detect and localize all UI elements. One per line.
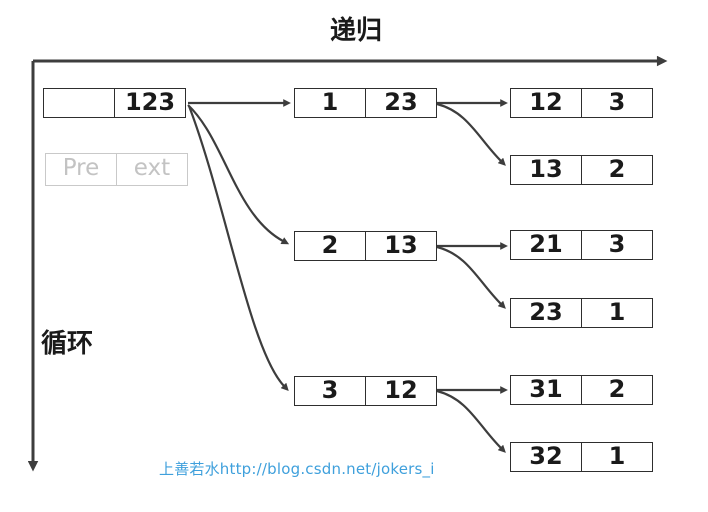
node-21-3: 21 3 bbox=[510, 230, 653, 260]
node-cell-left: 23 bbox=[529, 298, 563, 326]
node-13-2: 13 2 bbox=[510, 155, 653, 185]
node-cell-right: 23 bbox=[365, 89, 436, 117]
arrow-1-23-to-13-2 bbox=[436, 102, 506, 166]
node-cell-right: 123 bbox=[114, 89, 185, 117]
node-cell-right: 13 bbox=[365, 232, 436, 260]
recursion-axis-label: 递归 bbox=[329, 16, 382, 46]
loop-axis-label: 循环 bbox=[41, 329, 94, 359]
node-cell-right: 1 bbox=[581, 443, 652, 471]
node-cell-right: 2 bbox=[581, 376, 652, 404]
node-cell-left: 2 bbox=[321, 231, 339, 259]
node-cell-right: ext bbox=[116, 154, 187, 185]
node-31-2: 31 2 bbox=[510, 375, 653, 405]
node-23-1: 23 1 bbox=[510, 298, 653, 328]
watermark-text: 上善若水http://blog.csdn.net/jokers_i bbox=[159, 460, 435, 478]
node-cell-right: 1 bbox=[581, 299, 652, 327]
arrow-2-13-to-23-1 bbox=[436, 245, 506, 309]
node-cell-left: 12 bbox=[529, 88, 563, 116]
node-cell-right: 3 bbox=[581, 231, 652, 259]
arrow-123-to-3-12 bbox=[187, 105, 289, 392]
node-root-123: 123 bbox=[43, 88, 186, 118]
node-cell-left: 3 bbox=[321, 376, 339, 404]
arrow-123-to-2-13 bbox=[187, 104, 290, 245]
node-3-12: 3 12 bbox=[294, 376, 437, 406]
node-cell-right: 12 bbox=[365, 377, 436, 405]
node-cell-left bbox=[44, 89, 114, 117]
node-cell-right: 3 bbox=[581, 89, 652, 117]
node-cell-left: 13 bbox=[529, 155, 563, 183]
node-32-1: 32 1 bbox=[510, 442, 653, 472]
node-cell-left: 1 bbox=[321, 88, 339, 116]
node-12-3: 12 3 bbox=[510, 88, 653, 118]
node-1-23: 1 23 bbox=[294, 88, 437, 118]
node-cell-left: Pre bbox=[62, 155, 100, 181]
node-cell-left: 31 bbox=[529, 375, 563, 403]
node-pre-ext: Pre ext bbox=[45, 153, 188, 186]
node-cell-left: 32 bbox=[529, 442, 563, 470]
node-cell-left: 21 bbox=[529, 230, 563, 258]
node-cell-right: 2 bbox=[581, 156, 652, 184]
node-2-13: 2 13 bbox=[294, 231, 437, 261]
arrow-3-12-to-32-1 bbox=[436, 389, 506, 453]
